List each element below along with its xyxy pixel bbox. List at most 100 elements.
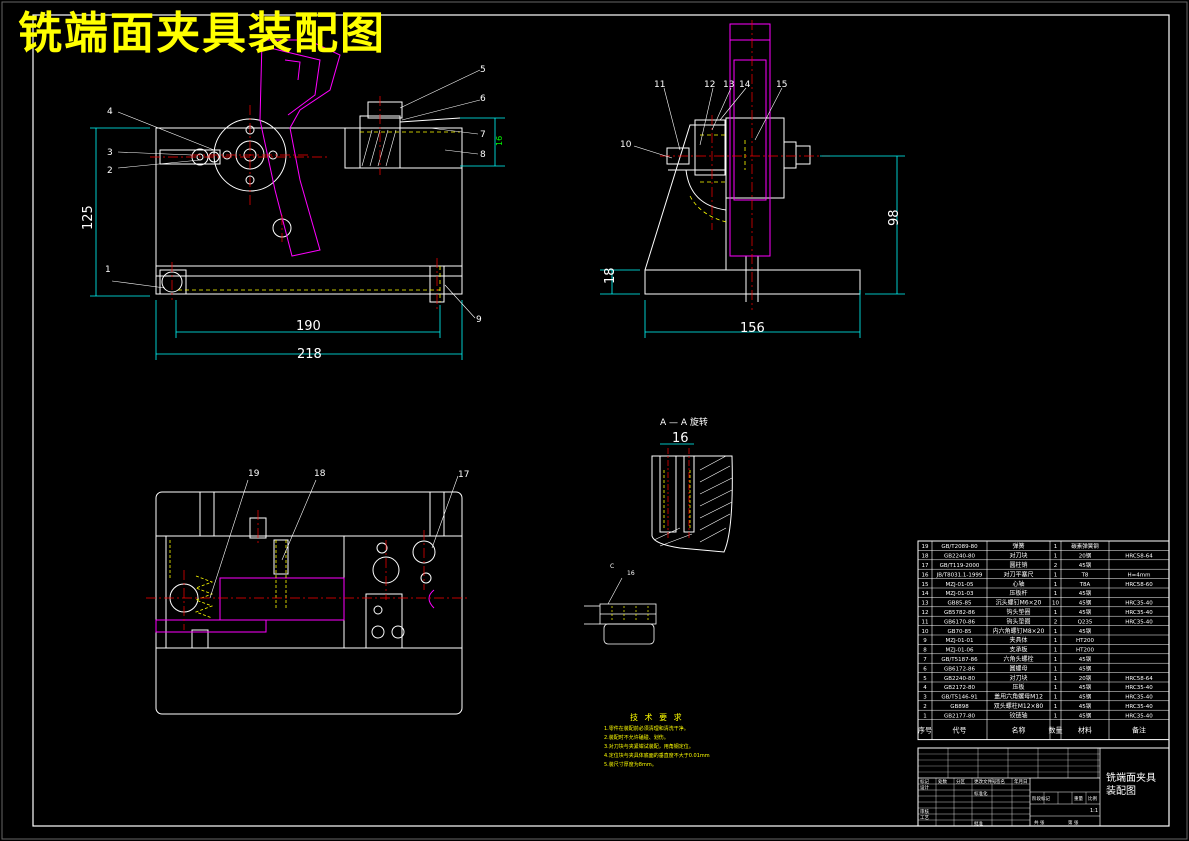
bom-cell: GB/T119-2000 <box>940 563 980 569</box>
bom-cell: GB5782-86 <box>944 610 976 616</box>
bom-cell: 15 <box>922 582 929 588</box>
bom-cell: 45钢 <box>1079 655 1092 663</box>
bom-cell: 18 <box>922 554 929 560</box>
bom-cell: 对刀块 <box>1009 674 1027 682</box>
detail-c-text: C 16 <box>610 563 635 577</box>
bom-cell: H=4mm <box>1128 572 1151 578</box>
callout-11: 11 <box>654 80 665 90</box>
bom-cell: 7 <box>923 657 927 663</box>
title-block-cell: 年月日 <box>1014 778 1028 785</box>
side-callout-numbers: 10 11 12 13 14 15 <box>620 80 787 150</box>
tech-title: 技 术 要 求 <box>630 713 684 722</box>
section-label: A — A 旋转 <box>660 416 708 428</box>
bom-cell: 10 <box>922 629 929 635</box>
bom-cell: 3 <box>923 695 927 701</box>
detail-c-leader <box>607 577 623 605</box>
side-dims <box>600 155 905 338</box>
bom-cell: 双头螺柱M12×80 <box>994 702 1044 710</box>
tech-line-2: 2.装配时不允许磕碰、划伤。 <box>604 735 669 741</box>
dim-190: 190 <box>296 319 321 334</box>
bom-cell: 1 <box>1054 666 1058 672</box>
bom-header-cell: 名称 <box>1012 726 1026 735</box>
bom-cell: HRC58-60 <box>1125 582 1153 588</box>
bom-cell: HRC35-40 <box>1125 619 1153 625</box>
inner-border <box>32 14 1170 827</box>
dim-218: 218 <box>297 347 322 362</box>
side-dim-text: 156 98 18 <box>603 209 902 336</box>
bom-cell: GB70-85 <box>947 629 972 635</box>
bom-cell: GB85-85 <box>947 601 972 607</box>
callout-18: 18 <box>314 469 326 479</box>
callout-5: 5 <box>480 65 486 75</box>
bom-cell: HT200 <box>1076 648 1094 654</box>
callout-19: 19 <box>248 469 260 479</box>
bom-cell: 心轴 <box>1012 580 1024 588</box>
bom-cell: 14 <box>922 591 929 597</box>
tech-line-4: 4.定位块与夹具体底面的垂直度不大于0.01mm <box>604 753 710 759</box>
bom-cell: 1 <box>1054 685 1058 691</box>
callout-3: 3 <box>107 148 113 158</box>
bom-cell: GB2240-80 <box>944 676 976 682</box>
bom-cell: HRC35-40 <box>1125 704 1153 710</box>
bom-cell: GB898 <box>950 704 969 710</box>
title-block-cell: 设计 <box>920 784 929 791</box>
bom-cell: HT200 <box>1076 638 1094 644</box>
callout-4: 4 <box>107 107 113 117</box>
title-block-cell: 处数 <box>938 778 947 785</box>
front-view <box>155 101 463 303</box>
bom-cell: MZJ-01-03 <box>946 591 974 597</box>
bom-header-cell: 备注 <box>1132 726 1146 735</box>
bom-cell: 10 <box>1052 601 1059 607</box>
bom-cell: 1 <box>1054 648 1058 654</box>
title-block: 标记处数分区更改文件号签名年月日设计标准化阶段标记重量比例审核工艺批准共 张第 … <box>917 747 1170 827</box>
front-dims <box>90 117 505 360</box>
bom-cell: 内六角螺钉M8×20 <box>993 627 1045 635</box>
bom-cell: 4 <box>923 685 927 691</box>
top-callout-numbers: 17 18 19 <box>248 469 469 480</box>
dim-18: 18 <box>603 267 618 284</box>
bom-cell: 2 <box>1054 619 1058 625</box>
callout-1: 1 <box>105 265 111 275</box>
dim-156: 156 <box>740 321 765 336</box>
callout-14: 14 <box>739 80 751 90</box>
dim-16-front: 16 <box>495 136 504 146</box>
bom-cell: GB2240-80 <box>944 554 976 560</box>
top-magenta-parts <box>155 577 435 633</box>
bom-cell: 1 <box>1054 572 1058 578</box>
technical-requirements: 技 术 要 求 1.零件在装配前必须清理和清洗干净。 2.装配时不允许磕碰、划伤… <box>604 712 914 770</box>
bom-cell: 对刀块 <box>1009 552 1027 560</box>
bom-header-cell: 数量 <box>1049 726 1063 735</box>
bom-cell: 45钢 <box>1079 599 1092 607</box>
callout-15: 15 <box>776 80 787 90</box>
bom-cell: Q235 <box>1078 619 1093 625</box>
bom-cell: 弹簧 <box>1012 542 1024 550</box>
bom-cell: 压板 <box>1012 683 1024 691</box>
bom-cell: HRC58-64 <box>1125 676 1153 682</box>
title-block-cell: 批准 <box>974 820 983 827</box>
bom-cell: 1 <box>1054 591 1058 597</box>
top-view <box>155 491 463 715</box>
title-block-name-line1: 铣端面夹具 <box>1106 773 1156 784</box>
title-block-cell: 阶段标记 <box>1032 795 1050 802</box>
centerlines-front <box>150 96 438 310</box>
title-block-cell: 标记 <box>920 778 929 785</box>
bom-cell: HRC35-40 <box>1125 610 1153 616</box>
bom-cell: T8 <box>1081 572 1089 578</box>
title-block-cell: 分区 <box>956 778 965 785</box>
section-text: A — A 旋转 16 <box>660 416 708 446</box>
dim-98: 98 <box>887 209 902 226</box>
bom-cell: GB6170-86 <box>944 619 976 625</box>
bom-cell: 1 <box>1054 610 1058 616</box>
